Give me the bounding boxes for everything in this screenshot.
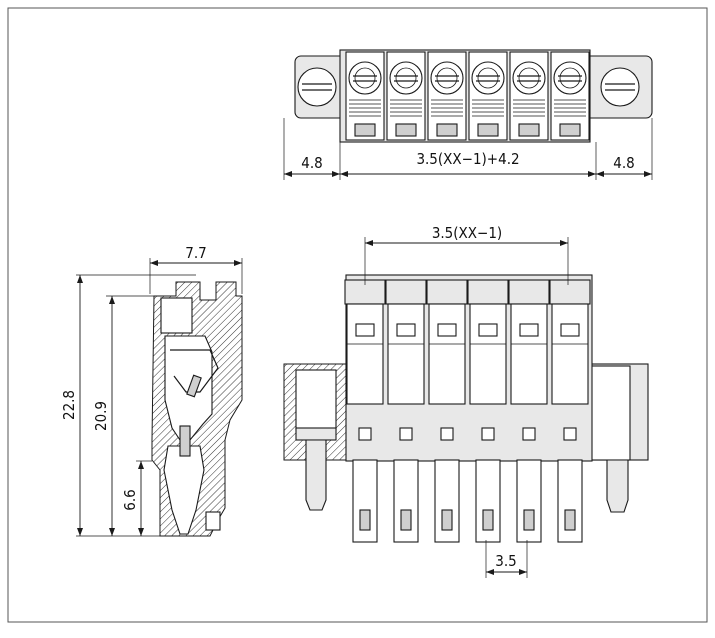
side-view-pin-socket [163, 445, 205, 535]
front-terminal-opening [428, 303, 466, 405]
front-terminal-pin [482, 509, 494, 531]
top-terminal-pin [395, 123, 417, 137]
top-terminal-pin [477, 123, 499, 137]
top-arrow-4 [588, 171, 596, 177]
top-arrow-6 [644, 171, 652, 177]
front-terminal-opening [387, 303, 425, 405]
side-arrow-h3 [109, 296, 115, 304]
front-left-screw-thread [305, 439, 327, 511]
top-terminal-screw-icon [389, 61, 423, 95]
side-arrow-h4 [109, 528, 115, 536]
front-terminal-opening [346, 303, 384, 405]
dim-side-height-body: 20.9 [92, 401, 110, 431]
top-terminal-screw-icon [512, 61, 546, 95]
side-arrow-w2 [234, 260, 242, 266]
front-main-body [345, 274, 593, 462]
front-terminal-top [426, 279, 468, 305]
front-view: 3.5(XX−1) 3.5 [283, 224, 649, 578]
front-left-screw-head [295, 427, 337, 441]
dim-top-middle: 3.5(XX−1)+4.2 [416, 150, 519, 168]
front-arrow-q1 [486, 569, 494, 575]
front-terminal-window [560, 323, 580, 337]
side-view-latch [205, 511, 221, 531]
front-terminal-opening [469, 303, 507, 405]
front-terminal-latch-window [440, 427, 454, 441]
left-flange-screw-icon [297, 67, 337, 107]
front-terminal-window [437, 323, 457, 337]
top-terminal-screw-inner [477, 67, 499, 89]
side-arrow-w1 [150, 260, 158, 266]
front-terminal-top [385, 279, 427, 305]
front-arrow-q2 [519, 569, 527, 575]
front-terminal-opening [510, 303, 548, 405]
front-terminal-latch-window [358, 427, 372, 441]
top-terminal-screw-icon [471, 61, 505, 95]
front-terminal-top [508, 279, 550, 305]
side-view-contact [186, 374, 202, 398]
front-terminal-pin [564, 509, 576, 531]
dim-front-pitch: 3.5 [495, 552, 516, 570]
top-terminal-screw-inner [518, 67, 540, 89]
top-view: 4.8 3.5(XX−1)+4.2 4.8 [283, 49, 653, 180]
front-right-flange-inner [589, 365, 631, 461]
drawing-frame [7, 7, 708, 623]
dim-top-right: 4.8 [613, 154, 634, 172]
front-terminal-window [355, 323, 375, 337]
top-arrow-1 [284, 171, 292, 177]
front-terminal-latch-window [563, 427, 577, 441]
dim-side-width: 7.7 [185, 244, 206, 262]
side-view-pin [179, 425, 191, 457]
front-terminal-top [467, 279, 509, 305]
front-terminal-opening [551, 303, 589, 405]
front-terminal-pin [400, 509, 412, 531]
side-arrow-h2 [77, 528, 83, 536]
top-terminal-screw-inner [436, 67, 458, 89]
side-view: 7.7 22.8 20.9 6.6 [60, 244, 243, 537]
top-terminal-screw-icon [553, 61, 587, 95]
top-view-screws [345, 51, 590, 141]
front-terminal-window [478, 323, 498, 337]
dim-front-pitch-total: 3.5(XX−1) [432, 224, 502, 242]
top-terminal-screw-icon [348, 61, 382, 95]
top-terminal-pin [436, 123, 458, 137]
front-terminal-latch-window [522, 427, 536, 441]
front-arrow-p1 [365, 240, 373, 246]
front-terminal-pin [441, 509, 453, 531]
top-terminal-screw-inner [354, 67, 376, 89]
dim-side-height-total: 22.8 [60, 390, 78, 420]
front-terminal-pin [523, 509, 535, 531]
top-terminal-pin [518, 123, 540, 137]
dim-top-left: 4.8 [301, 154, 322, 172]
front-right-screw-thread [606, 459, 629, 513]
top-arrow-2 [332, 171, 340, 177]
top-arrow-3 [340, 171, 348, 177]
top-arrow-5 [596, 171, 604, 177]
top-terminal-screw-inner [395, 67, 417, 89]
front-terminal-lower-leg [393, 459, 419, 543]
front-terminal-latch-window [481, 427, 495, 441]
front-terminal-top [549, 279, 591, 305]
top-terminal-pin [559, 123, 581, 137]
side-view-spring [170, 349, 219, 393]
right-flange-screw-icon [600, 67, 640, 107]
front-arrow-p2 [560, 240, 568, 246]
side-view-top-socket [160, 297, 193, 334]
front-view-terminals [344, 279, 591, 543]
dim-side-height-lower: 6.6 [121, 489, 139, 510]
top-terminal-screw-inner [559, 67, 581, 89]
side-arrow-h6 [138, 528, 144, 536]
front-terminal-window [396, 323, 416, 337]
front-terminal-pin [359, 509, 371, 531]
top-terminal-screw-icon [430, 61, 464, 95]
front-left-flange-inner [295, 369, 337, 431]
side-arrow-h5 [138, 461, 144, 469]
front-terminal-latch-window [399, 427, 413, 441]
front-terminal-window [519, 323, 539, 337]
side-arrow-h1 [77, 275, 83, 283]
top-terminal-pin [354, 123, 376, 137]
